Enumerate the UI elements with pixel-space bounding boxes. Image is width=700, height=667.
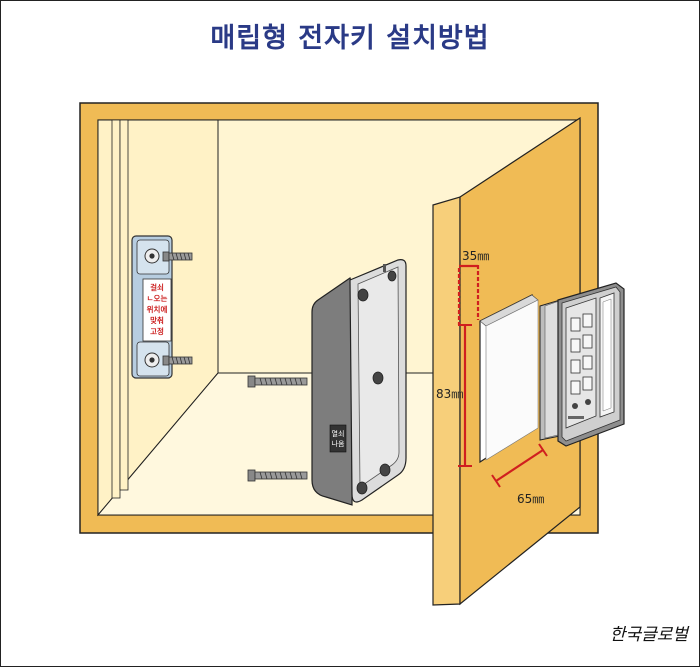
- brand-logo: 한국글로벌: [610, 625, 690, 645]
- keypad-unit: [539, 282, 625, 447]
- brand-logo-text: 한국글로벌: [610, 625, 690, 645]
- lock-body-label-line: 나옴: [332, 439, 345, 448]
- strike-plate-label-line: 위치에: [147, 304, 168, 314]
- strike-plate-label-line: 걸쇠: [150, 282, 164, 292]
- dimension-83mm-label: 83㎜: [436, 387, 463, 401]
- door-panel: [432, 116, 581, 606]
- mounting-screw-upper: [247, 375, 308, 388]
- dimension-35mm: 35㎜: [457, 249, 489, 325]
- page-title: 매립형 전자키 설치방법: [210, 23, 490, 54]
- strike-screw-bottom: [162, 355, 193, 366]
- mounting-screw-lower: [247, 469, 308, 482]
- strike-plate-label-line: ㄴ오는: [147, 294, 168, 303]
- strike-plate-label-line: 고정: [150, 326, 164, 336]
- dimension-65mm: 65㎜: [491, 443, 548, 506]
- dimension-65mm-label: 65㎜: [517, 492, 544, 506]
- lock-body: 열쇠 나옴: [311, 259, 407, 506]
- strike-plate: 걸쇠 ㄴ오는 위치에 맞춰 고정: [131, 235, 173, 379]
- dimension-83mm: 83㎜: [436, 324, 472, 467]
- strike-plate-label-line: 맞춰: [150, 315, 164, 325]
- lock-body-label-line: 열쇠: [332, 429, 345, 438]
- strike-screw-top: [162, 251, 193, 262]
- dimension-35mm-label: 35㎜: [462, 249, 489, 263]
